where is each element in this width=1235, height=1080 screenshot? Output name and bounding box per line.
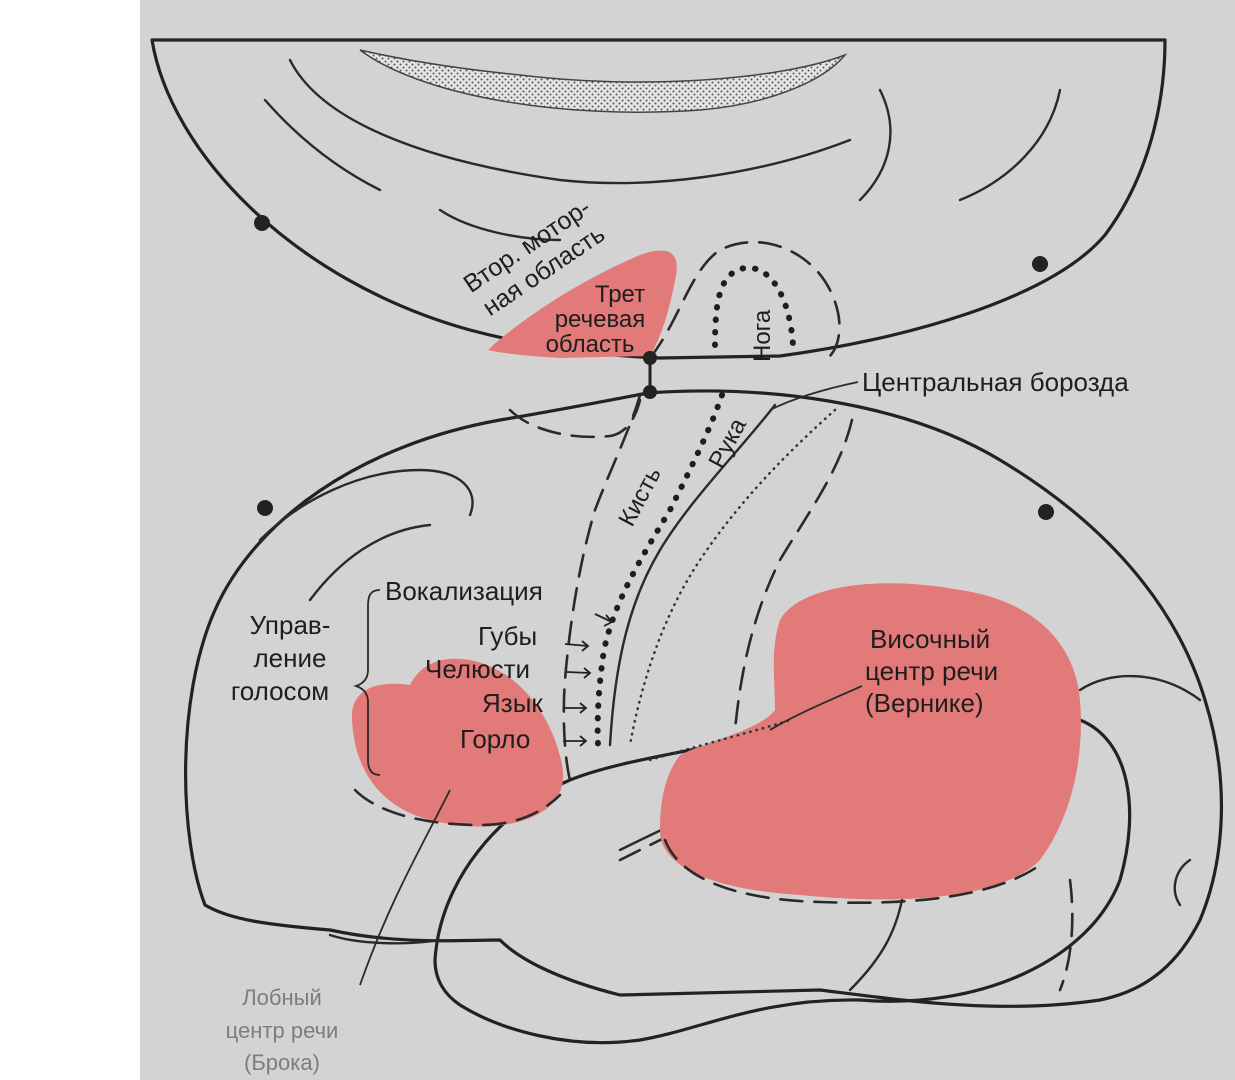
- figure-background: [140, 0, 1235, 1080]
- voice-control-line-1: Управ-: [250, 610, 331, 640]
- central-sulcus-label: Центральная борозда: [862, 367, 1129, 397]
- broca-line-3: (Брока): [244, 1050, 320, 1075]
- third-speech-line-1: Трет: [595, 281, 645, 308]
- midline-marker-bottom: [643, 385, 657, 399]
- voice-control-line-3: голосом: [231, 676, 329, 706]
- top-left-marker: [254, 215, 270, 231]
- wernicke-label: Височный центр речи (Вернике): [865, 624, 998, 718]
- broca-line-2: центр речи: [226, 1018, 339, 1043]
- wernicke-line-2: центр речи: [865, 656, 998, 686]
- leg-label: Нога: [749, 309, 776, 362]
- wernicke-line-1: Височный: [870, 624, 990, 654]
- voice-control-line-2: ление: [254, 643, 327, 673]
- larynx-label: Горло: [460, 724, 530, 754]
- vocalization-label: Вокализация: [385, 576, 543, 606]
- top-right-marker: [1032, 256, 1048, 272]
- lips-label: Губы: [478, 621, 537, 651]
- lateral-right-marker: [1038, 504, 1054, 520]
- third-speech-line-2: речевая: [555, 306, 646, 333]
- jaws-label: Челюсти: [425, 654, 530, 684]
- lateral-left-marker: [257, 500, 273, 516]
- midline-marker-top: [643, 351, 657, 365]
- third-speech-line-3: область: [546, 331, 635, 358]
- wernicke-line-3: (Вернике): [865, 688, 984, 718]
- tongue-label: Язык: [482, 688, 543, 718]
- broca-line-1: Лобный: [242, 985, 322, 1010]
